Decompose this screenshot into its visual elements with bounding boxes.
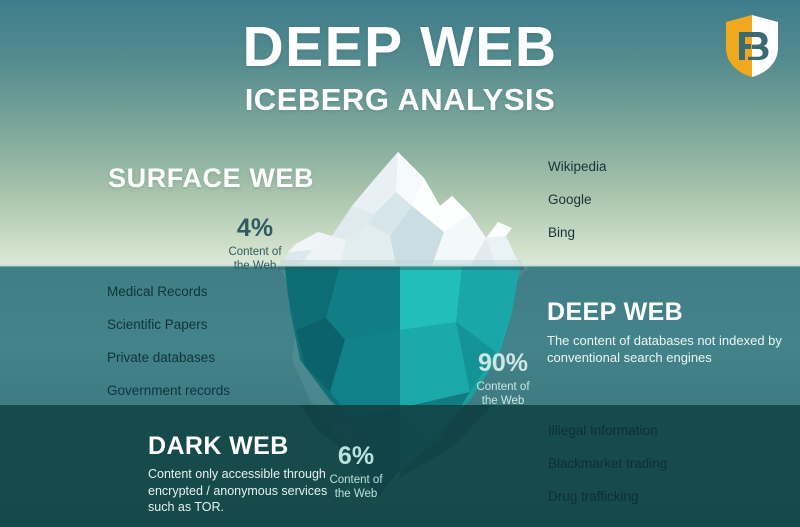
deep-web-block: DEEP WEB The content of databases not in… — [547, 300, 787, 366]
list-item: Google — [548, 192, 592, 207]
page-title: DEEP WEB ICEBERG ANALYSIS — [0, 15, 800, 118]
surface-percent-value: 4% — [236, 214, 274, 242]
deep-caption-line2: the Web — [481, 395, 525, 408]
title-subtitle: ICEBERG ANALYSIS — [244, 81, 556, 117]
dark-caption-line2: the Web — [334, 488, 378, 501]
surface-caption-line2: the Web — [233, 260, 277, 273]
deep-percent-block: 90% Content of the Web — [455, 351, 551, 409]
dark-percent-value: 6% — [337, 442, 375, 470]
dark-web-description: Content only accessible through encrypte… — [148, 467, 328, 515]
surface-caption-line1: Content of — [228, 246, 282, 258]
list-item: Illiegal Information — [548, 423, 658, 438]
deep-percent-value: 90% — [477, 349, 529, 377]
deep-web-heading: DEEP WEB — [547, 298, 684, 326]
surface-web-heading: SURFACE WEB — [108, 163, 315, 193]
list-item: Medical Records — [107, 284, 208, 299]
surface-percent-block: 4% Content of the Web — [207, 216, 303, 274]
dark-web-block: DARK WEB Content only accessible through… — [148, 434, 333, 516]
dark-caption-line1: Content of — [329, 474, 383, 486]
title-main: DEEP WEB — [242, 15, 558, 79]
list-item: Private databases — [107, 350, 216, 365]
iceberg-underwater — [0, 266, 800, 527]
dark-percent-block: 6% Content of the Web — [313, 444, 399, 502]
surface-percent-caption: Content of the Web — [207, 245, 303, 274]
deep-web-examples: Medical Records Scientific Papers Privat… — [107, 285, 230, 417]
dark-percent-caption: Content of the Web — [313, 473, 399, 502]
deep-web-description: The content of databases not indexed by … — [547, 333, 782, 366]
list-item: Blackmarket trading — [548, 456, 668, 471]
dark-web-examples: Illiegal Information Blackmarket trading… — [548, 424, 667, 523]
list-item: Bing — [548, 225, 576, 240]
list-item: Scientific Papers — [107, 317, 208, 332]
iceberg-tip — [280, 152, 522, 266]
list-item: Drug trafficking — [548, 489, 639, 504]
deep-percent-caption: Content of the Web — [455, 380, 551, 409]
list-item: Government records — [107, 383, 231, 398]
list-item: Wikipedia — [548, 159, 607, 174]
shield-fb-logo-icon[interactable] — [724, 14, 780, 78]
deep-caption-line1: Content of — [476, 381, 530, 393]
dark-web-heading: DARK WEB — [148, 432, 289, 460]
surface-web-examples: Wikipedia Google Bing — [548, 160, 607, 259]
waterline — [0, 264, 800, 267]
